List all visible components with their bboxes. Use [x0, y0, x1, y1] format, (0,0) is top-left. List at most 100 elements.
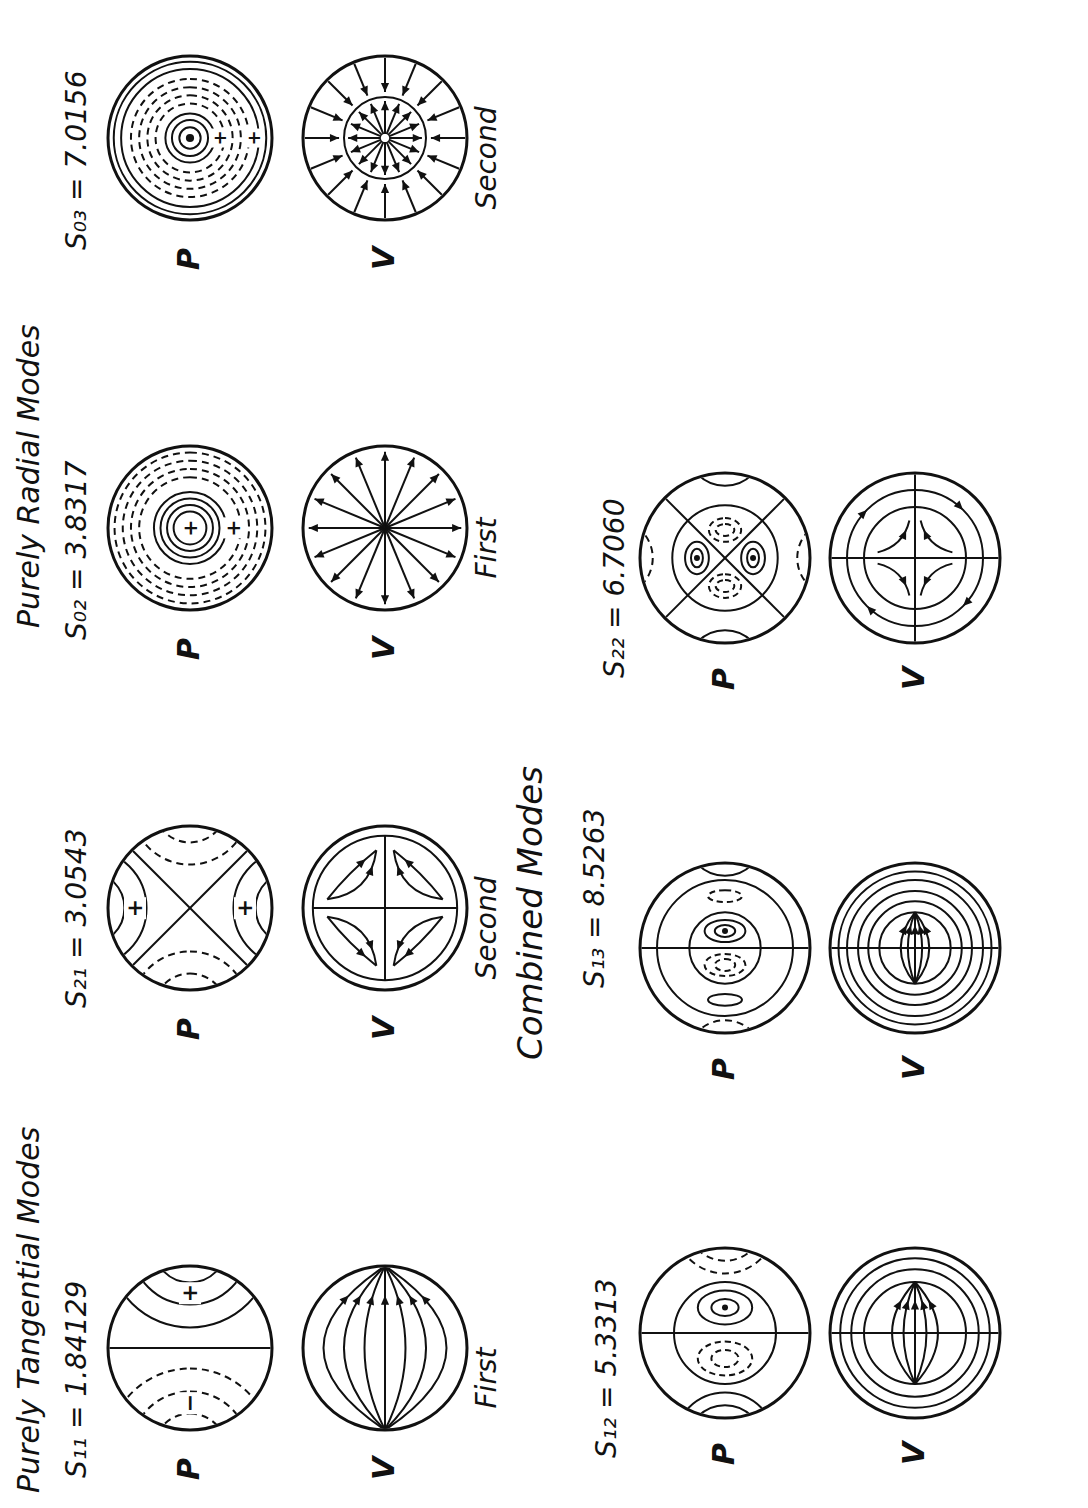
- velocity-line: [384, 528, 386, 604]
- arrow-head: [445, 499, 455, 507]
- order-caption: First: [472, 1348, 503, 1409]
- velocity-line: [385, 1266, 426, 1430]
- contour-line: [741, 542, 765, 574]
- contour-line: [115, 453, 266, 604]
- velocity-line: [394, 917, 443, 966]
- velocity-line: [331, 474, 385, 528]
- arrow-head: [413, 134, 422, 142]
- arrow-head: [356, 859, 366, 868]
- arrow-head: [397, 940, 405, 950]
- arrow-head: [899, 925, 907, 935]
- chamber-outline: [640, 1248, 810, 1418]
- arrow-head: [381, 83, 389, 92]
- arrow-head: [427, 113, 437, 121]
- velocity-line: [385, 528, 439, 582]
- contour-line: [698, 1342, 752, 1376]
- mode-pattern: [640, 799, 810, 1097]
- arrow-head: [963, 597, 972, 606]
- arrow-head: [409, 124, 419, 132]
- velocity-line: [385, 527, 461, 529]
- arrow-head: [911, 925, 919, 934]
- velocity-line: [427, 156, 459, 169]
- mode-pattern: [115, 453, 266, 604]
- velocity-line: [327, 917, 376, 966]
- velocity-line: [403, 64, 416, 96]
- mode-pattern: [114, 62, 267, 215]
- arrow-head: [430, 474, 439, 483]
- contour-line: [698, 1291, 752, 1325]
- contour-line: [131, 79, 249, 197]
- contour-line: [108, 1369, 272, 1508]
- mode-pattern: [313, 836, 457, 980]
- contour-line: [123, 461, 257, 595]
- arrow-head: [371, 162, 379, 172]
- arrow-head: [333, 155, 343, 163]
- contour-line: [131, 1391, 249, 1508]
- nodal-line: [132, 850, 248, 966]
- contour-line: [179, 127, 200, 148]
- arrow-head: [366, 1296, 374, 1306]
- arrow-head: [360, 180, 368, 190]
- contour-line: [709, 518, 741, 542]
- velocity-line: [904, 1282, 915, 1384]
- contour-line: [165, 113, 214, 162]
- velocity-line: [354, 64, 367, 96]
- velocity-line: [385, 1266, 406, 1430]
- velocity-line: [914, 1282, 916, 1384]
- velocity-line: [915, 912, 929, 983]
- velocity-line: [327, 850, 376, 899]
- extremum-dot: [722, 928, 728, 934]
- arrow-head: [893, 1300, 901, 1310]
- velocity-line: [901, 912, 915, 983]
- sign-mark: +: [223, 518, 243, 539]
- arrow-head: [404, 859, 414, 868]
- arrow-head: [911, 1300, 919, 1309]
- contour-line: [131, 951, 249, 1069]
- contour-line: [715, 925, 735, 937]
- contour-line: [847, 880, 983, 1016]
- chamber-outline: [303, 1266, 467, 1430]
- arrow-head: [351, 124, 361, 132]
- field-label: P: [707, 1058, 740, 1080]
- arrow-head: [929, 1300, 937, 1310]
- arrow-head: [381, 595, 389, 604]
- velocity-line: [427, 107, 459, 120]
- section-title: Purely Radial Modes: [12, 324, 45, 628]
- arrow-head: [417, 170, 426, 179]
- nodal-line: [313, 907, 457, 909]
- velocity-line: [385, 499, 455, 528]
- field-label: V: [367, 1457, 400, 1480]
- chamber-outline: [303, 56, 467, 220]
- arrow-head: [331, 573, 340, 582]
- nodal-line: [665, 498, 786, 619]
- arrow-head: [333, 113, 343, 121]
- sign-mark: +: [211, 128, 229, 147]
- mode-pattern: [324, 1266, 447, 1430]
- contour-line: [847, 490, 983, 626]
- mode-label: S₂₁ = 3.0543: [62, 829, 93, 1008]
- velocity-line: [354, 180, 367, 212]
- contour-line: [160, 498, 219, 557]
- sign-mark: +: [179, 1282, 201, 1304]
- arrow-head: [924, 576, 932, 586]
- arrow-head: [351, 145, 361, 153]
- section-title: Combined Modes: [512, 766, 549, 1060]
- field-label: V: [367, 637, 400, 660]
- mode-label: S₀₃ = 7.0156: [62, 71, 93, 250]
- velocity-line: [394, 917, 443, 966]
- arrow-head: [407, 588, 415, 598]
- nodal-line: [640, 947, 810, 949]
- arrow-head: [409, 145, 419, 153]
- contour-line: [689, 912, 760, 983]
- sign-mark: +: [234, 897, 256, 919]
- velocity-line: [915, 912, 922, 983]
- arrow-head: [360, 86, 368, 96]
- sign-mark: +: [245, 128, 263, 147]
- mode-pattern: [830, 872, 1000, 1025]
- arrow-head: [902, 1300, 910, 1310]
- arrow-head: [427, 155, 437, 163]
- velocity-line: [385, 474, 439, 528]
- chamber-outline: [640, 473, 810, 643]
- contour-line: [114, 62, 267, 215]
